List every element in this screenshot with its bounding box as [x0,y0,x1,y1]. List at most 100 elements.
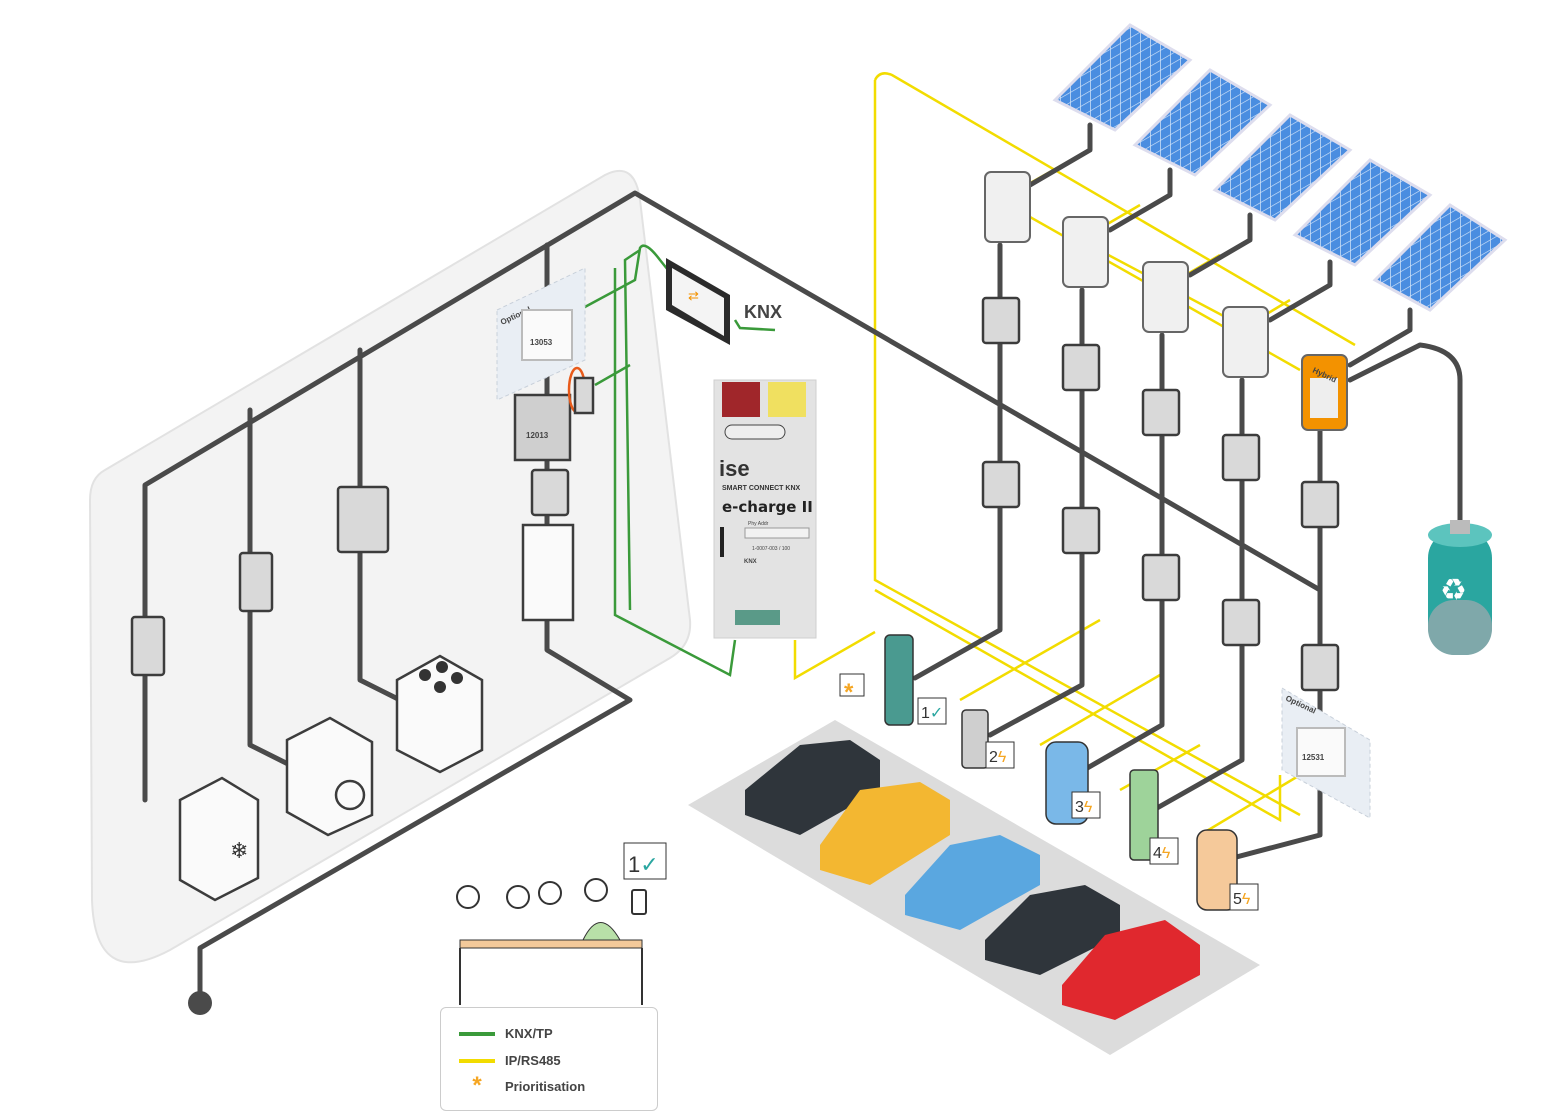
check-icon: ✓ [640,852,658,877]
device-order-no: 1-0007-003 / 100 [752,546,790,552]
optional-meter-parking: Optional 12531 [1281,687,1371,819]
breaker [1141,553,1181,602]
charger-status-icon: ϟ [1162,845,1171,862]
knx-logo: KNX [744,302,782,322]
inverter [1222,306,1269,378]
charger-status-icon: ✓ [930,705,943,722]
inverter [984,171,1031,243]
device-subtitle: SMART CONNECT KNX [722,485,800,492]
svg-text:4ϟ: 4ϟ [1153,845,1171,862]
car [820,782,950,885]
car [905,835,1040,930]
charger-status-icon: ϟ [1242,891,1251,908]
breaker [981,296,1021,345]
solar-panel [1292,158,1433,267]
charger-number: 5 [1233,891,1242,908]
inverter [1142,261,1189,333]
device-product-name: e-charge II [722,498,813,516]
svg-text:3ϟ: 3ϟ [1075,799,1093,816]
legend-item-priority: * Prioritisation [459,1072,586,1099]
priority-bubble-number: 1 [628,852,640,877]
inverters: Hybrid [984,171,1348,431]
hybrid-inverter-display [1310,378,1338,418]
legend-label: IP/RS485 [505,1053,561,1068]
priority-star-icon: * [472,1072,482,1099]
energy-meter [1296,727,1346,777]
energy-flow-icon: ⇄ [688,288,699,303]
ip-line-swatch [459,1058,495,1063]
users-group: 1✓ [456,842,667,1005]
knx-tp-lines [569,244,776,677]
legend-item-knx: KNX/TP [459,1026,553,1041]
meter-label: 13053 [530,338,553,347]
knx-terminal [722,382,760,417]
circuit-breakers [130,296,1340,692]
grid-connection-point [188,991,212,1015]
ise-e-charge-device: ise SMART CONNECT KNX e-charge II Phy Ad… [713,379,817,639]
breaker [1061,506,1101,555]
meter-label: 12013 [526,431,549,440]
snowflake-icon: ❄ [230,838,248,863]
charger-2: 2ϟ [961,709,1015,769]
car [745,740,880,835]
solar-panels [1052,23,1508,312]
ev-chargers: 1✓ * 2ϟ 3ϟ 4ϟ 5ϟ [839,634,1259,911]
breaker [1221,598,1261,647]
breaker [130,615,166,677]
svg-text:5ϟ: 5ϟ [1233,891,1251,908]
charger-3: 3ϟ [1045,741,1101,825]
cars [745,740,1200,1020]
knx-line-swatch [459,1031,495,1036]
charger-status-icon: ϟ [1084,799,1093,816]
smartphone-icon [631,889,647,915]
legend-label: KNX/TP [505,1026,553,1041]
breaker [1061,343,1101,392]
breaker [1221,433,1261,482]
charger-number: 3 [1075,799,1084,816]
optional-meter-house: Optional 13053 [496,267,586,401]
charger-number: 2 [989,749,998,766]
legend: KNX/TP IP/RS485 * Prioritisation [440,1007,658,1111]
main-meter: 12013 [513,366,595,462]
battery-storage: ♻ [1428,520,1492,655]
device-addr-label: Phy Addr [748,521,769,527]
breaker [1300,643,1340,692]
charger-5: 5ϟ [1196,829,1259,911]
knx-touch-panel: ⇄ [666,258,730,345]
svg-text:1✓: 1✓ [921,705,943,722]
legend-label: Prioritisation [505,1078,586,1094]
breaker [336,485,390,554]
svg-text:2ϟ: 2ϟ [989,749,1007,766]
programming-button [724,424,786,440]
inverter [1062,216,1109,288]
breaker [238,551,274,613]
cooker [395,654,484,774]
bus-terminal [735,610,780,625]
fridge: ❄ [178,776,260,902]
solar-panel [1212,113,1353,222]
solar-panel [1132,68,1273,177]
priority-star-icon: * [844,679,854,706]
car [985,885,1120,975]
charger-number: 4 [1153,845,1162,862]
meter-label: 12531 [1302,753,1325,762]
charger-4: 4ϟ [1129,769,1179,865]
breaker [1141,388,1181,437]
device-knx-mark: KNX [744,559,757,565]
car [1062,920,1200,1020]
device-brand: ise [719,456,750,481]
solar-panel [1372,203,1508,312]
washing-machine [285,716,374,837]
water-heater [521,523,575,622]
device-addr-field [744,527,810,539]
legend-item-ip: IP/RS485 [459,1053,561,1068]
breaker [1300,480,1340,529]
charger-1: 1✓ * [839,634,947,726]
svg-text:1✓: 1✓ [628,852,659,877]
power-terminal [768,382,806,417]
breaker [981,460,1021,509]
knx-meter-interface [573,376,595,415]
charger-status-icon: ϟ [998,749,1007,766]
charger-number: 1 [921,705,930,722]
